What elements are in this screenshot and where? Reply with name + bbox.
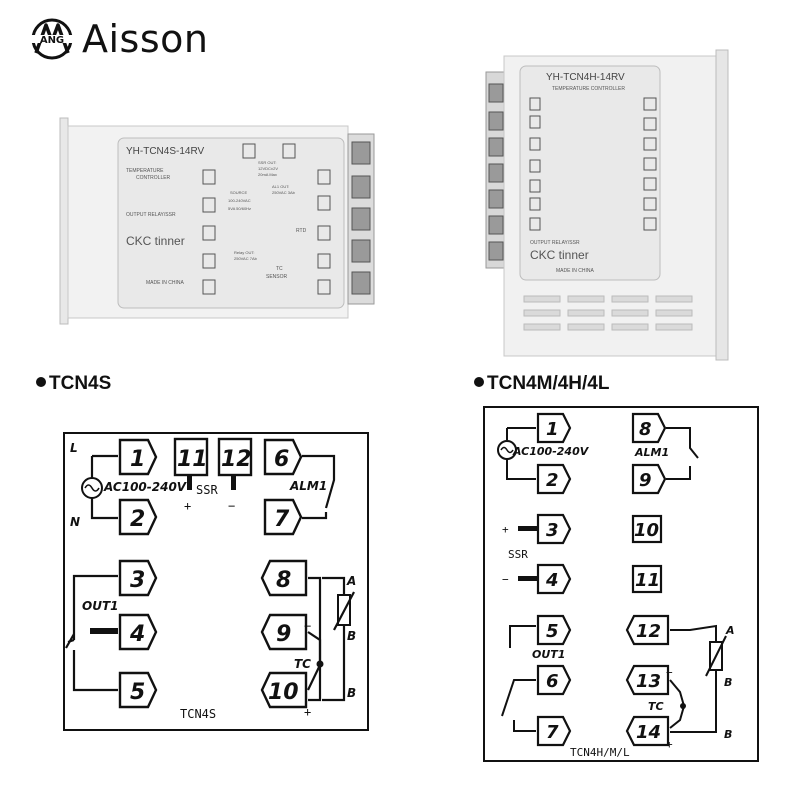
ssr-minus-label-b: − [502, 573, 509, 586]
terminal-number: 2 [546, 470, 559, 491]
tc-label: TC [294, 657, 311, 671]
terminal-number: 5 [546, 621, 559, 642]
alm-label: ALM1 [289, 479, 327, 493]
brand-name: Aisson [82, 17, 209, 61]
ssr-label-b: SSR [508, 548, 528, 561]
terminal-number: 10 [268, 680, 299, 705]
ssr-plus-label-b: + [502, 523, 509, 536]
terminal-1-b: 1 [536, 412, 572, 444]
terminal-number: 2 [130, 507, 145, 532]
terminal-number: 1 [546, 419, 559, 440]
terminal-11-b: 11 [631, 564, 663, 594]
terminal-number: 3 [546, 520, 559, 541]
terminal-8-b: 8 [631, 412, 667, 444]
rtd-b1-label-b: B [724, 676, 732, 689]
rtd-a-label-b: A [725, 624, 735, 637]
terminal-14-b: 14 [625, 715, 670, 747]
terminal-5: 5 [118, 671, 158, 709]
neutral-label: N [70, 515, 80, 529]
supply-label: AC100-240V [103, 480, 188, 494]
terminal-10: 10 [260, 671, 308, 709]
ssr-minus-label: − [228, 499, 235, 513]
terminal-number: 7 [274, 507, 290, 532]
tc-minus-label-b: − [666, 666, 673, 679]
tcn4mhl-title-text: TCN4M/4H/4L [487, 373, 610, 394]
terminal-3-b: 3 [536, 513, 572, 545]
tcn4s-title-text: TCN4S [49, 373, 112, 394]
terminal-number: 3 [130, 568, 145, 593]
terminal-number: 11 [635, 570, 660, 591]
rtd-b2-label-b: B [724, 728, 732, 741]
terminal-4-b: 4 [536, 563, 572, 595]
terminal-12-b: 12 [625, 614, 670, 646]
rtd-b1-label: B [347, 629, 356, 643]
terminal-6-b: 6 [536, 664, 572, 696]
tcn4mhl-diagram-frame [483, 406, 759, 762]
ang-monogram-logo-icon: ANG [30, 18, 74, 60]
out1-label: OUT1 [82, 599, 118, 613]
terminal-number: 9 [276, 622, 291, 647]
line-label: L [70, 441, 78, 455]
terminal-10-b: 10 [631, 514, 663, 544]
ssr-plus-label: + [184, 499, 191, 513]
terminal-number: 10 [634, 520, 659, 541]
rtd-a-label: A [346, 574, 356, 588]
terminal-9-b: 9 [631, 463, 667, 495]
tcn4mhl-footer: TCN4H/M/L [570, 746, 630, 759]
tcn4s-diagram-frame [63, 432, 369, 731]
terminal-number: 12 [636, 621, 661, 642]
terminal-number: 4 [129, 622, 145, 647]
terminal-7: 7 [263, 498, 303, 536]
terminal-4: 4 [118, 613, 158, 651]
bullet-icon [474, 376, 484, 387]
terminal-number: 6 [274, 447, 289, 472]
ssr-label: SSR [196, 483, 218, 497]
supply-label-b: AC100-240V [512, 445, 590, 458]
terminal-12: 12 [217, 437, 253, 477]
terminal-number: 5 [130, 680, 145, 705]
tcn4s-footer: TCN4S [180, 707, 216, 721]
terminal-number: 12 [221, 447, 252, 472]
terminal-3: 3 [118, 559, 158, 597]
terminal-number: 14 [636, 722, 661, 743]
terminal-number: 8 [639, 419, 652, 440]
tc-plus-label-b: + [666, 738, 673, 751]
alm-label-b: ALM1 [634, 446, 669, 459]
tc-minus-label: − [304, 619, 311, 633]
terminal-number: 7 [546, 722, 559, 743]
terminal-2: 2 [118, 498, 158, 536]
terminal-number: 11 [177, 447, 208, 472]
terminal-9: 9 [260, 613, 308, 651]
terminal-number: 6 [546, 671, 559, 692]
terminal-13-b: 13 [625, 664, 670, 696]
terminal-number: 13 [636, 671, 661, 692]
out1-label-b: OUT1 [532, 648, 565, 661]
rtd-b2-label: B [347, 686, 356, 700]
terminal-8: 8 [260, 559, 308, 597]
terminal-2-b: 2 [536, 463, 572, 495]
terminal-7-b: 7 [536, 715, 572, 747]
terminal-number: 8 [276, 568, 291, 593]
terminal-number: 4 [545, 570, 559, 591]
terminal-6: 6 [263, 438, 303, 476]
terminal-1: 1 [118, 438, 158, 476]
terminal-5-b: 5 [536, 614, 572, 646]
tcn4mhl-section-title: TCN4M/4H/4L [474, 373, 609, 395]
terminal-number: 1 [130, 447, 145, 472]
tcn4s-section-title: TCN4S [36, 373, 111, 395]
brand-header: ANG Aisson [28, 14, 208, 64]
tc-label-b: TC [648, 700, 664, 713]
bullet-icon [36, 376, 46, 387]
terminal-11: 11 [173, 437, 209, 477]
svg-text:ANG: ANG [40, 35, 64, 46]
tc-plus-label: + [304, 705, 311, 719]
terminal-number: 9 [639, 470, 652, 491]
